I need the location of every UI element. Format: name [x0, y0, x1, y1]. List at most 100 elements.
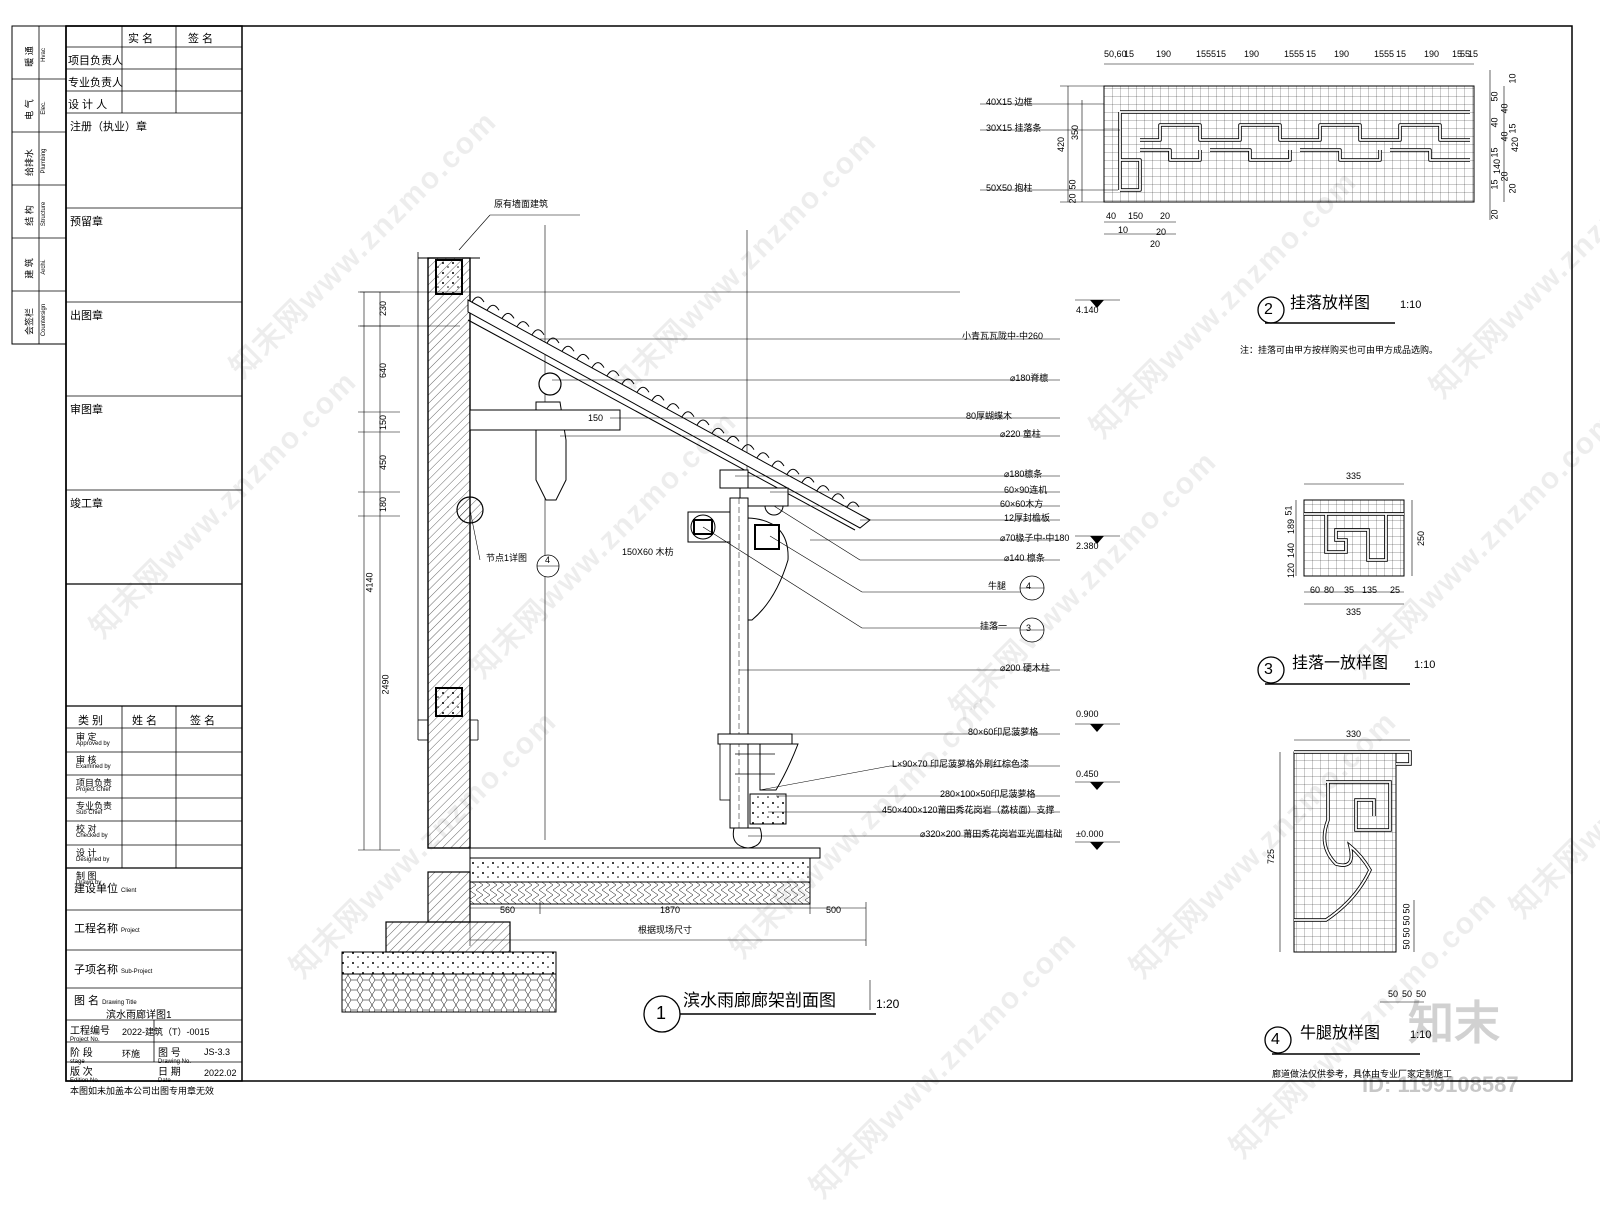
- drawing-sheet: [11, 25, 1573, 1082]
- detail2-right-dim: 20: [1507, 183, 1518, 194]
- wood-beam-label: 150X60 木枋: [622, 547, 674, 557]
- stamp-registered: 注册（执业）章: [70, 121, 147, 133]
- section-callout-label: 80厚蝴蝶木: [966, 411, 1013, 421]
- detail2-dim-420: 420: [1056, 136, 1067, 153]
- detail2-top-dim: 55: [1294, 49, 1305, 59]
- section-callout-label: ⌀140 檩条: [1004, 553, 1045, 563]
- stamp-issue: 出图章: [70, 310, 103, 322]
- detail2-top-dim: 190: [1424, 49, 1440, 59]
- role-label-en: Sub Chief: [76, 810, 103, 817]
- ref-circle-hanging-top: 3: [1026, 623, 1032, 633]
- section-callout-label: ⌀220 童柱: [1000, 429, 1041, 439]
- role-label-en: Examined by: [76, 764, 111, 771]
- section-callout-label: ⌀320×200 莆田秀花岗岩亚光面柱础: [920, 829, 1063, 839]
- detail2-dim-50: 50: [1067, 179, 1078, 190]
- strip-label-en: Archi.: [41, 259, 47, 275]
- detail2-right-dim: 420: [1510, 136, 1521, 153]
- stamp-completion: 竣工章: [70, 498, 103, 510]
- node-detail-label: 节点1详图: [486, 553, 528, 563]
- detail4-note: 廊道做法仅供参考，具体由专业厂家定制施工: [1272, 1069, 1453, 1079]
- left-dimension: 150: [378, 414, 389, 431]
- detail4-bottom-dim: 50: [1416, 989, 1427, 999]
- sign-header-name: 姓 名: [132, 715, 158, 727]
- detail2-top-dim: 190: [1244, 49, 1260, 59]
- detail2-bottom-10: 10: [1118, 225, 1129, 235]
- left-dimension: 4140: [364, 572, 375, 593]
- header-signature: 签 名: [188, 33, 214, 45]
- detail2-top-dim: 15: [1124, 49, 1135, 59]
- detail3-title: 挂落一放样图: [1292, 655, 1389, 672]
- detail2-right-dim: 15: [1489, 179, 1500, 190]
- stamp-reserved: 预留章: [70, 216, 103, 228]
- detail2-right-dim: 15: [1507, 123, 1518, 134]
- strip-label-zh: 暖 通: [24, 46, 35, 67]
- section-title: 滨水雨廊廊架剖面图: [683, 991, 836, 1010]
- role-label-en: Designed by: [76, 856, 110, 863]
- section-callout-label: L×90×70 印尼菠萝格外刷红棕色漆: [892, 759, 1030, 769]
- section-callout-label: 12厚封檐板: [1004, 513, 1051, 523]
- detail3-top-dim: 335: [1346, 471, 1362, 481]
- section-callout-label: 挂落一: [980, 621, 1008, 631]
- detail2-right-dim: 20: [1499, 171, 1510, 182]
- role-label-en: Approved by: [76, 741, 110, 747]
- detail4-bottom-dim: 50: [1402, 989, 1413, 999]
- detail2-scale: 1:10: [1400, 299, 1422, 311]
- strip-label-en: Countersign: [41, 303, 47, 337]
- detail2-bottom-20a: 20: [1160, 211, 1171, 221]
- header-real-name: 实 名: [128, 33, 154, 45]
- detail2-top-dim: 55: [1206, 49, 1217, 59]
- left-dimension: 2490: [380, 674, 391, 695]
- existing-wall-note: 原有墙面建筑: [494, 199, 549, 209]
- detail3-bottom-total: 335: [1346, 607, 1362, 617]
- detail3-left-dim: 189: [1286, 518, 1297, 535]
- left-dimension: 640: [378, 362, 389, 379]
- watermark-logo: 知末: [1408, 997, 1500, 1049]
- left-dimension: 450: [378, 454, 389, 471]
- detail2-right-dim: 50: [1489, 91, 1500, 102]
- watermark-id: ID: 1199108587: [1362, 1072, 1519, 1097]
- section-callout-label: 450×400×120莆田秀花岗岩（荔枝面）支撑: [882, 805, 1055, 815]
- section-callout-label: ⌀180檩条: [1004, 469, 1043, 479]
- role-label: 审 核: [76, 755, 97, 766]
- role-label: 设 计: [76, 847, 97, 858]
- detail2-top-dim: 55: [1384, 49, 1395, 59]
- detail2-right-dim: 15: [1489, 147, 1500, 158]
- footer-note: 本图如未加盖本公司出图专用章无效: [70, 1086, 215, 1096]
- elevation-value: 2.380: [1076, 541, 1099, 551]
- role-label-en: Drawn by: [76, 879, 102, 886]
- strip-label-zh: 给排水: [24, 149, 35, 177]
- detail2-right-dim: 40: [1499, 103, 1510, 114]
- detail2-top-dim: 15: [1374, 49, 1385, 59]
- detail4-top-dim: 330: [1346, 729, 1362, 739]
- strip-label-zh: 会签栏: [24, 308, 35, 336]
- date-value: 2022.02: [204, 1068, 237, 1078]
- detail4-right-dim: 50: [1401, 927, 1412, 938]
- detail4-title: 牛腿放样图: [1300, 1025, 1381, 1042]
- site-dimension-note: 根据现场尺寸: [638, 925, 693, 935]
- section-callout-label: 280×100×50印尼菠萝格: [940, 789, 1036, 799]
- person-discipline-lead: 专业负责人: [68, 77, 123, 89]
- strip-label-zh: 结 构: [24, 205, 35, 226]
- detail3-bottom-dim: 135: [1362, 585, 1378, 595]
- section-scale: 1:20: [876, 997, 900, 1011]
- detail3-left-dim: 51: [1283, 505, 1294, 516]
- section-callout-label: 60×90连机: [1004, 485, 1048, 495]
- role-label: 制 图: [76, 870, 97, 881]
- role-label: 项目负责: [76, 778, 113, 789]
- project-no: 2022-建筑（T）-0015: [122, 1027, 210, 1037]
- detail4-right-dim: 50: [1401, 903, 1412, 914]
- detail2-top-dim: 15: [1396, 49, 1407, 59]
- detail3-left-dim: 120: [1286, 562, 1297, 579]
- elevation-value: 4.140: [1076, 305, 1099, 315]
- detail2-dim-350: 350: [1070, 124, 1081, 141]
- strip-label-en: Structure: [41, 201, 47, 227]
- role-label: 审 定: [76, 732, 97, 742]
- strip-label-en: Elec.: [41, 101, 47, 115]
- detail4-left-dim: 725: [1266, 848, 1277, 865]
- section-callout-label: 80×60印尼菠萝格: [968, 727, 1039, 737]
- strip-label-zh: 建 筑: [24, 258, 35, 279]
- detail2-bottom-40: 40: [1106, 211, 1117, 221]
- section-callout-label: ⌀70椽子中-中180: [1000, 533, 1070, 543]
